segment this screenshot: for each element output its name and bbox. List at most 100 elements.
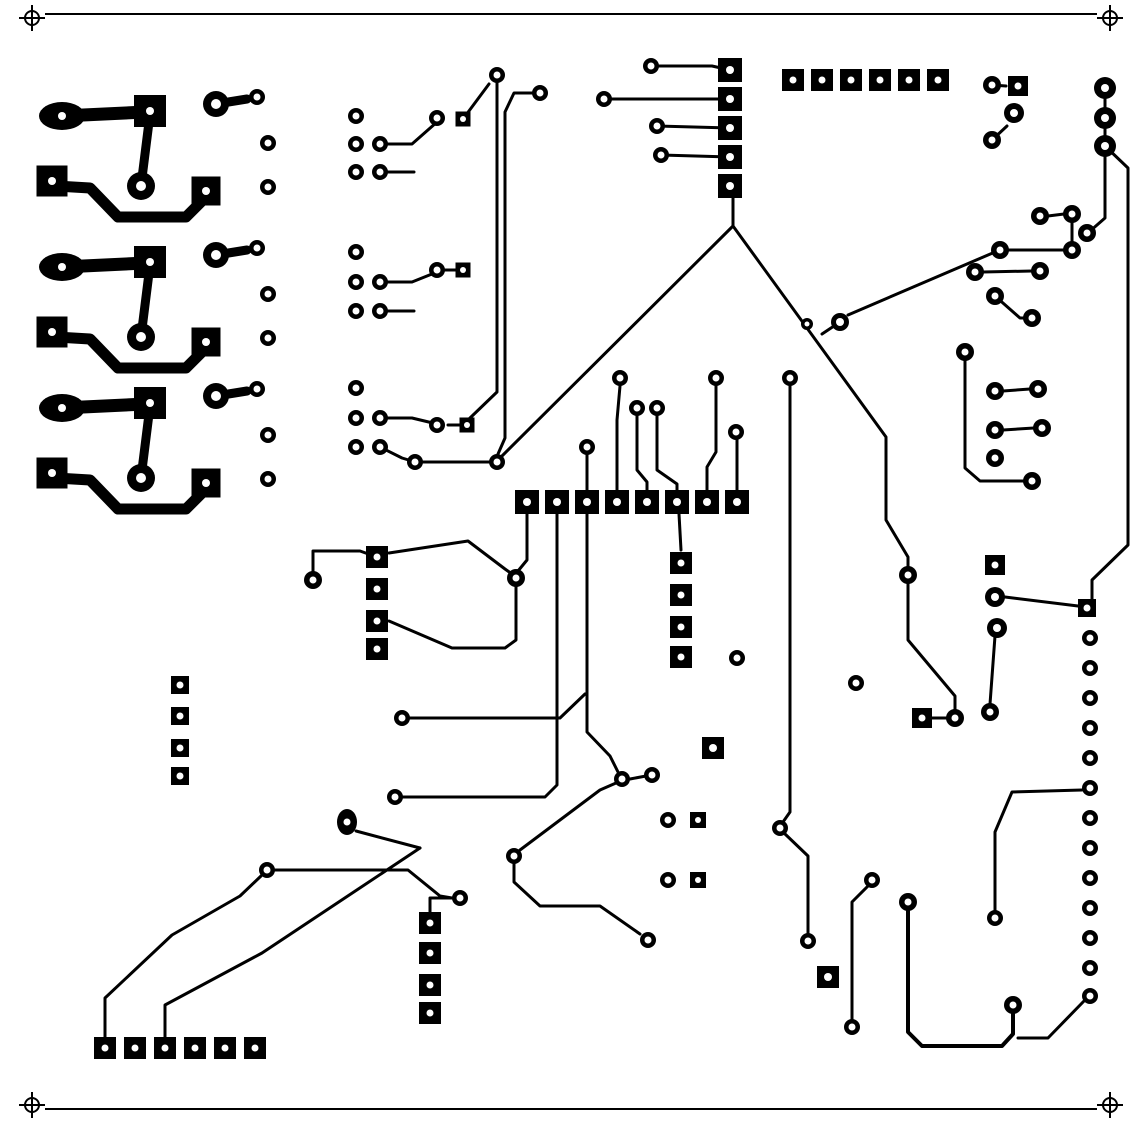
pad-hole bbox=[343, 818, 351, 826]
pad-hole bbox=[643, 498, 651, 506]
copper-trace bbox=[496, 91, 542, 456]
pad-hole bbox=[264, 139, 272, 147]
pad-hole bbox=[996, 246, 1004, 254]
copper-trace bbox=[988, 634, 997, 706]
pad-hole bbox=[1068, 246, 1076, 254]
copper-trace bbox=[516, 512, 529, 573]
copper-trace bbox=[163, 846, 422, 1039]
pad-hole bbox=[673, 498, 681, 506]
copper-trace bbox=[993, 788, 1084, 912]
pad-hole bbox=[988, 136, 996, 144]
pad-hole bbox=[824, 973, 832, 981]
pad-hole bbox=[352, 278, 360, 286]
copper-trace bbox=[846, 250, 997, 317]
pad-hole bbox=[677, 623, 685, 631]
pad-hole bbox=[264, 334, 272, 342]
pad-hole bbox=[1086, 992, 1094, 1000]
pad-hole bbox=[376, 307, 384, 315]
pad-hole bbox=[647, 62, 655, 70]
pad-hole bbox=[464, 422, 470, 428]
pad-hole bbox=[253, 244, 261, 252]
pad-hole bbox=[712, 374, 720, 382]
pad-hole bbox=[847, 76, 855, 84]
pad-hole bbox=[1101, 114, 1109, 122]
pad-hole bbox=[648, 771, 656, 779]
pad-hole bbox=[376, 140, 384, 148]
pad-hole bbox=[583, 498, 591, 506]
copper-trace bbox=[465, 81, 499, 423]
pad-hole bbox=[726, 153, 734, 161]
copper-trace bbox=[655, 124, 732, 130]
copper-trace bbox=[705, 384, 718, 492]
pad-hole bbox=[58, 404, 66, 412]
copper-trace bbox=[1003, 595, 1080, 608]
pad-hole bbox=[264, 475, 272, 483]
pad-hole bbox=[618, 775, 626, 783]
copper-trace bbox=[1087, 150, 1107, 234]
pad-hole bbox=[211, 250, 221, 260]
pad-hole bbox=[352, 307, 360, 315]
pad-hole bbox=[804, 937, 812, 945]
copper-trace bbox=[50, 472, 211, 515]
pad-hole bbox=[376, 168, 384, 176]
pad-hole bbox=[161, 1044, 169, 1052]
pad-hole bbox=[1086, 784, 1094, 792]
pad-hole bbox=[411, 458, 419, 466]
pad-hole bbox=[101, 1044, 109, 1052]
pad-hole bbox=[726, 124, 734, 132]
pad-hole bbox=[146, 258, 154, 266]
pad-hole bbox=[726, 182, 734, 190]
pad-hole bbox=[804, 321, 810, 327]
copper-trace bbox=[137, 409, 154, 475]
copper-trace bbox=[781, 384, 792, 824]
pad-hole bbox=[391, 793, 399, 801]
pad-hole bbox=[426, 1009, 434, 1017]
pad-hole bbox=[460, 116, 466, 122]
pad-hole bbox=[934, 76, 942, 84]
pad-hole bbox=[352, 443, 360, 451]
pad-hole bbox=[991, 593, 999, 601]
pad-hole bbox=[644, 936, 652, 944]
pad-hole bbox=[600, 95, 608, 103]
copper-trace bbox=[50, 180, 211, 223]
pad-hole bbox=[176, 712, 184, 720]
pad-hole bbox=[433, 266, 441, 274]
copper-trace bbox=[655, 414, 679, 492]
pad-hole bbox=[1028, 314, 1036, 322]
pad-hole bbox=[131, 1044, 139, 1052]
pad-hole bbox=[1101, 84, 1109, 92]
pad-hole bbox=[657, 151, 665, 159]
pad-hole bbox=[264, 290, 272, 298]
pad-hole bbox=[309, 576, 317, 584]
pad-hole bbox=[1086, 664, 1094, 672]
pad-hole bbox=[786, 374, 794, 382]
pad-hole bbox=[986, 708, 994, 716]
pad-hole bbox=[376, 278, 384, 286]
pad-hole bbox=[1086, 724, 1094, 732]
pad-hole bbox=[1086, 874, 1094, 882]
pad-hole bbox=[1086, 844, 1094, 852]
pad-hole bbox=[695, 877, 701, 883]
pad-hole bbox=[613, 498, 621, 506]
pad-hole bbox=[1034, 385, 1042, 393]
pad-hole bbox=[1083, 604, 1091, 612]
pad-hole bbox=[695, 817, 701, 823]
pad-hole bbox=[202, 187, 210, 195]
pad-hole bbox=[904, 571, 912, 579]
pad-hole bbox=[48, 469, 56, 477]
pad-hole bbox=[426, 981, 434, 989]
pad-hole bbox=[493, 71, 501, 79]
copper-trace bbox=[963, 358, 1026, 483]
pad-hole bbox=[951, 714, 959, 722]
copper-trace bbox=[401, 512, 559, 799]
pad-hole bbox=[373, 617, 381, 625]
copper-trace bbox=[635, 414, 649, 492]
copper-trace bbox=[378, 120, 439, 146]
pad-hole bbox=[991, 454, 999, 462]
pad-hole bbox=[1086, 694, 1094, 702]
copper-trace bbox=[1016, 999, 1086, 1040]
copper-trace bbox=[731, 224, 910, 572]
pad-hole bbox=[653, 122, 661, 130]
